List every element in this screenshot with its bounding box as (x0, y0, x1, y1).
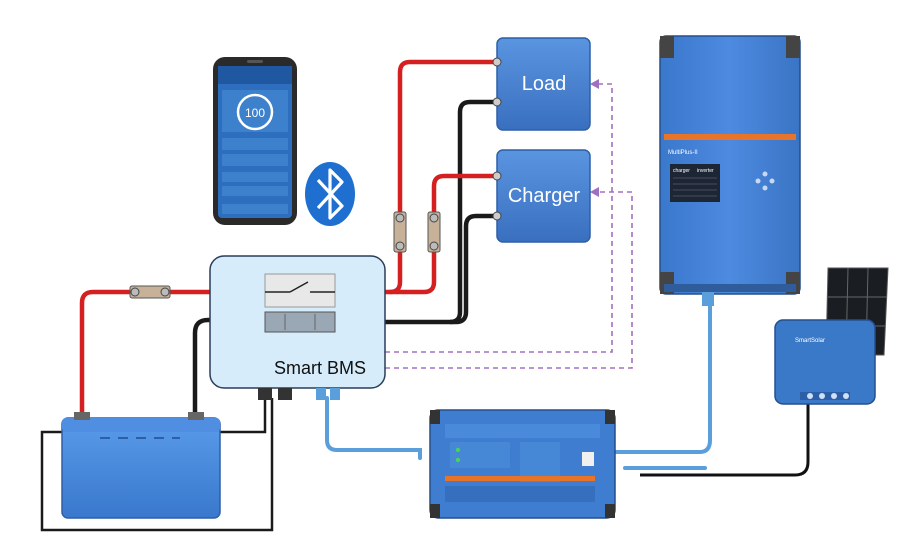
neg-battery-to-bms (192, 317, 265, 418)
smartphone-icon: 100 (213, 57, 297, 225)
phone-gauge-value: 100 (245, 106, 265, 120)
charger-label: Charger (508, 185, 581, 207)
negative-cables (40, 99, 497, 532)
usb-cable-mppt (640, 404, 810, 477)
bms-label: Smart BMS (274, 358, 366, 378)
inverter-col-charger: charger (673, 168, 690, 174)
cerbo-gx (429, 409, 616, 519)
ve-cables (325, 302, 712, 470)
arrow-to-load (590, 79, 599, 89)
fuse-charger (427, 211, 441, 253)
fuse-load (393, 211, 407, 253)
load-label: Load (522, 73, 567, 95)
fuses (129, 211, 441, 299)
signal-line-load (385, 83, 613, 353)
arrow-to-charger (590, 187, 599, 197)
bms-shunt (264, 311, 336, 333)
battery (61, 412, 221, 519)
ve-cable-cerbo-to-inverter (613, 302, 712, 454)
signal-line-charger (385, 191, 633, 369)
neg-charger (450, 213, 497, 325)
charger-box: Charger (492, 149, 591, 243)
bms-switch (264, 273, 336, 308)
ve-cable-bms-to-cerbo (325, 396, 422, 460)
pos-battery-to-bms (79, 289, 265, 418)
fuse-battery (129, 285, 171, 299)
inverter-brand: MultiPlus-II (668, 150, 698, 156)
multiplus-inverter: MultiPlus-II charger inverter (659, 35, 801, 306)
mppt-solar-charger: SmartSolar (774, 319, 876, 405)
bms-signal-wire-a (40, 398, 274, 532)
bluetooth-icon (305, 162, 355, 226)
inverter-col-inverter: inverter (697, 168, 714, 174)
mppt-brand: SmartSolar (795, 338, 825, 344)
load-box: Load (492, 37, 591, 131)
smart-bms: Smart BMS (209, 255, 386, 400)
signal-lines (385, 83, 633, 369)
